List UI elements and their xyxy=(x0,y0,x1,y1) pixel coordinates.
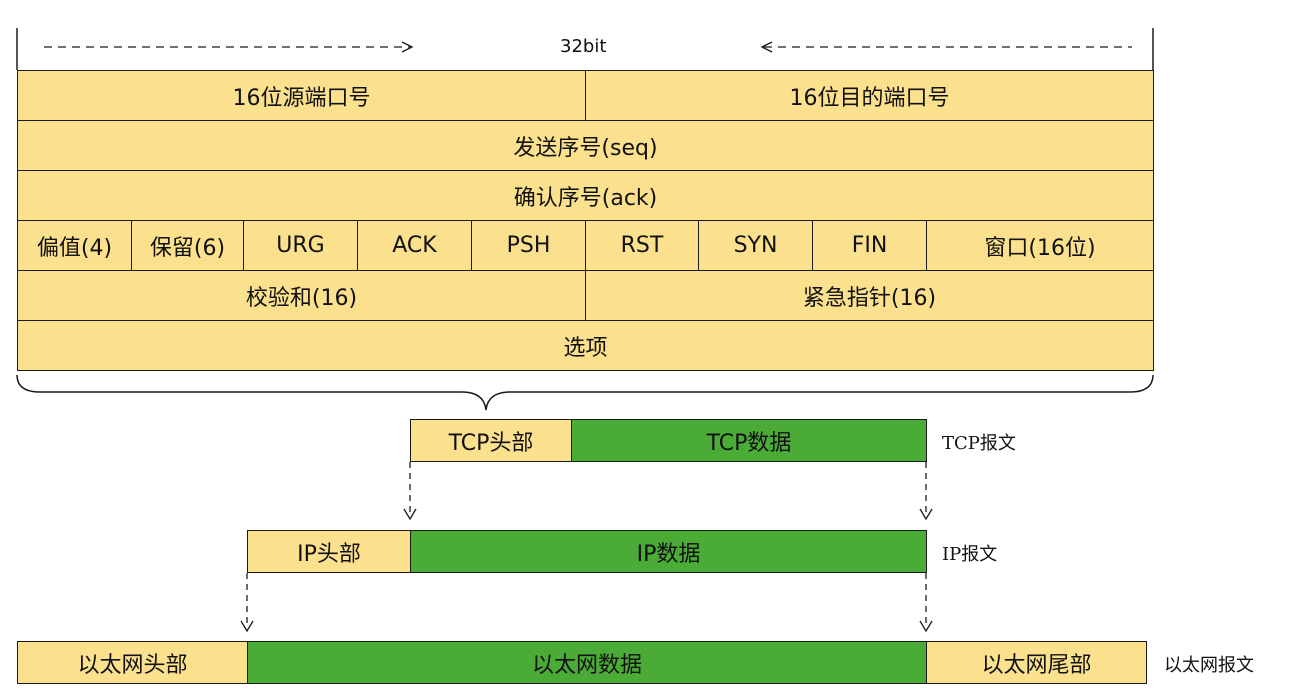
bits-arrow-right-head xyxy=(760,41,773,53)
field-ack: 确认序号(ack) xyxy=(17,170,1154,221)
ip-to-eth-right-arrowhead xyxy=(919,620,933,633)
eth-data-block: 以太网数据 xyxy=(247,641,927,684)
field-window: 窗口(16位) xyxy=(926,220,1154,271)
flag-fin: FIN xyxy=(812,220,927,271)
tcp-to-ip-left-arrowhead xyxy=(403,508,417,521)
field-options: 选项 xyxy=(17,320,1154,371)
flag-rst: RST xyxy=(585,220,699,271)
field-source-port: 16位源端口号 xyxy=(17,70,586,121)
field-seq: 发送序号(seq) xyxy=(17,120,1154,171)
field-offset: 偏值(4) xyxy=(17,220,132,271)
ip-header-block: IP头部 xyxy=(247,530,411,573)
tcp-data-block: TCP数据 xyxy=(571,419,927,462)
flag-syn: SYN xyxy=(698,220,813,271)
ip-packet-label: IP报文 xyxy=(942,544,998,565)
eth-header-block: 以太网头部 xyxy=(17,641,248,684)
ip-data-block: IP数据 xyxy=(410,530,927,573)
field-dest-port: 16位目的端口号 xyxy=(585,70,1154,121)
flag-psh: PSH xyxy=(471,220,586,271)
eth-frame-label: 以太网报文 xyxy=(1164,655,1254,676)
field-urgent-pointer: 紧急指针(16) xyxy=(585,270,1154,321)
flag-ack: ACK xyxy=(357,220,472,271)
bits-label: 32bit xyxy=(560,36,607,57)
bits-arrow-left-head xyxy=(401,41,414,53)
eth-trailer-block: 以太网尾部 xyxy=(926,641,1147,684)
field-checksum: 校验和(16) xyxy=(17,270,586,321)
flag-urg: URG xyxy=(243,220,358,271)
tcp-packet-label: TCP报文 xyxy=(942,433,1016,454)
field-reserved: 保留(6) xyxy=(131,220,244,271)
curly-brace xyxy=(16,374,1154,411)
ip-to-eth-left-arrowhead xyxy=(240,620,254,633)
tcp-to-ip-right-arrowhead xyxy=(919,508,933,521)
tcp-header-block: TCP头部 xyxy=(410,419,572,462)
